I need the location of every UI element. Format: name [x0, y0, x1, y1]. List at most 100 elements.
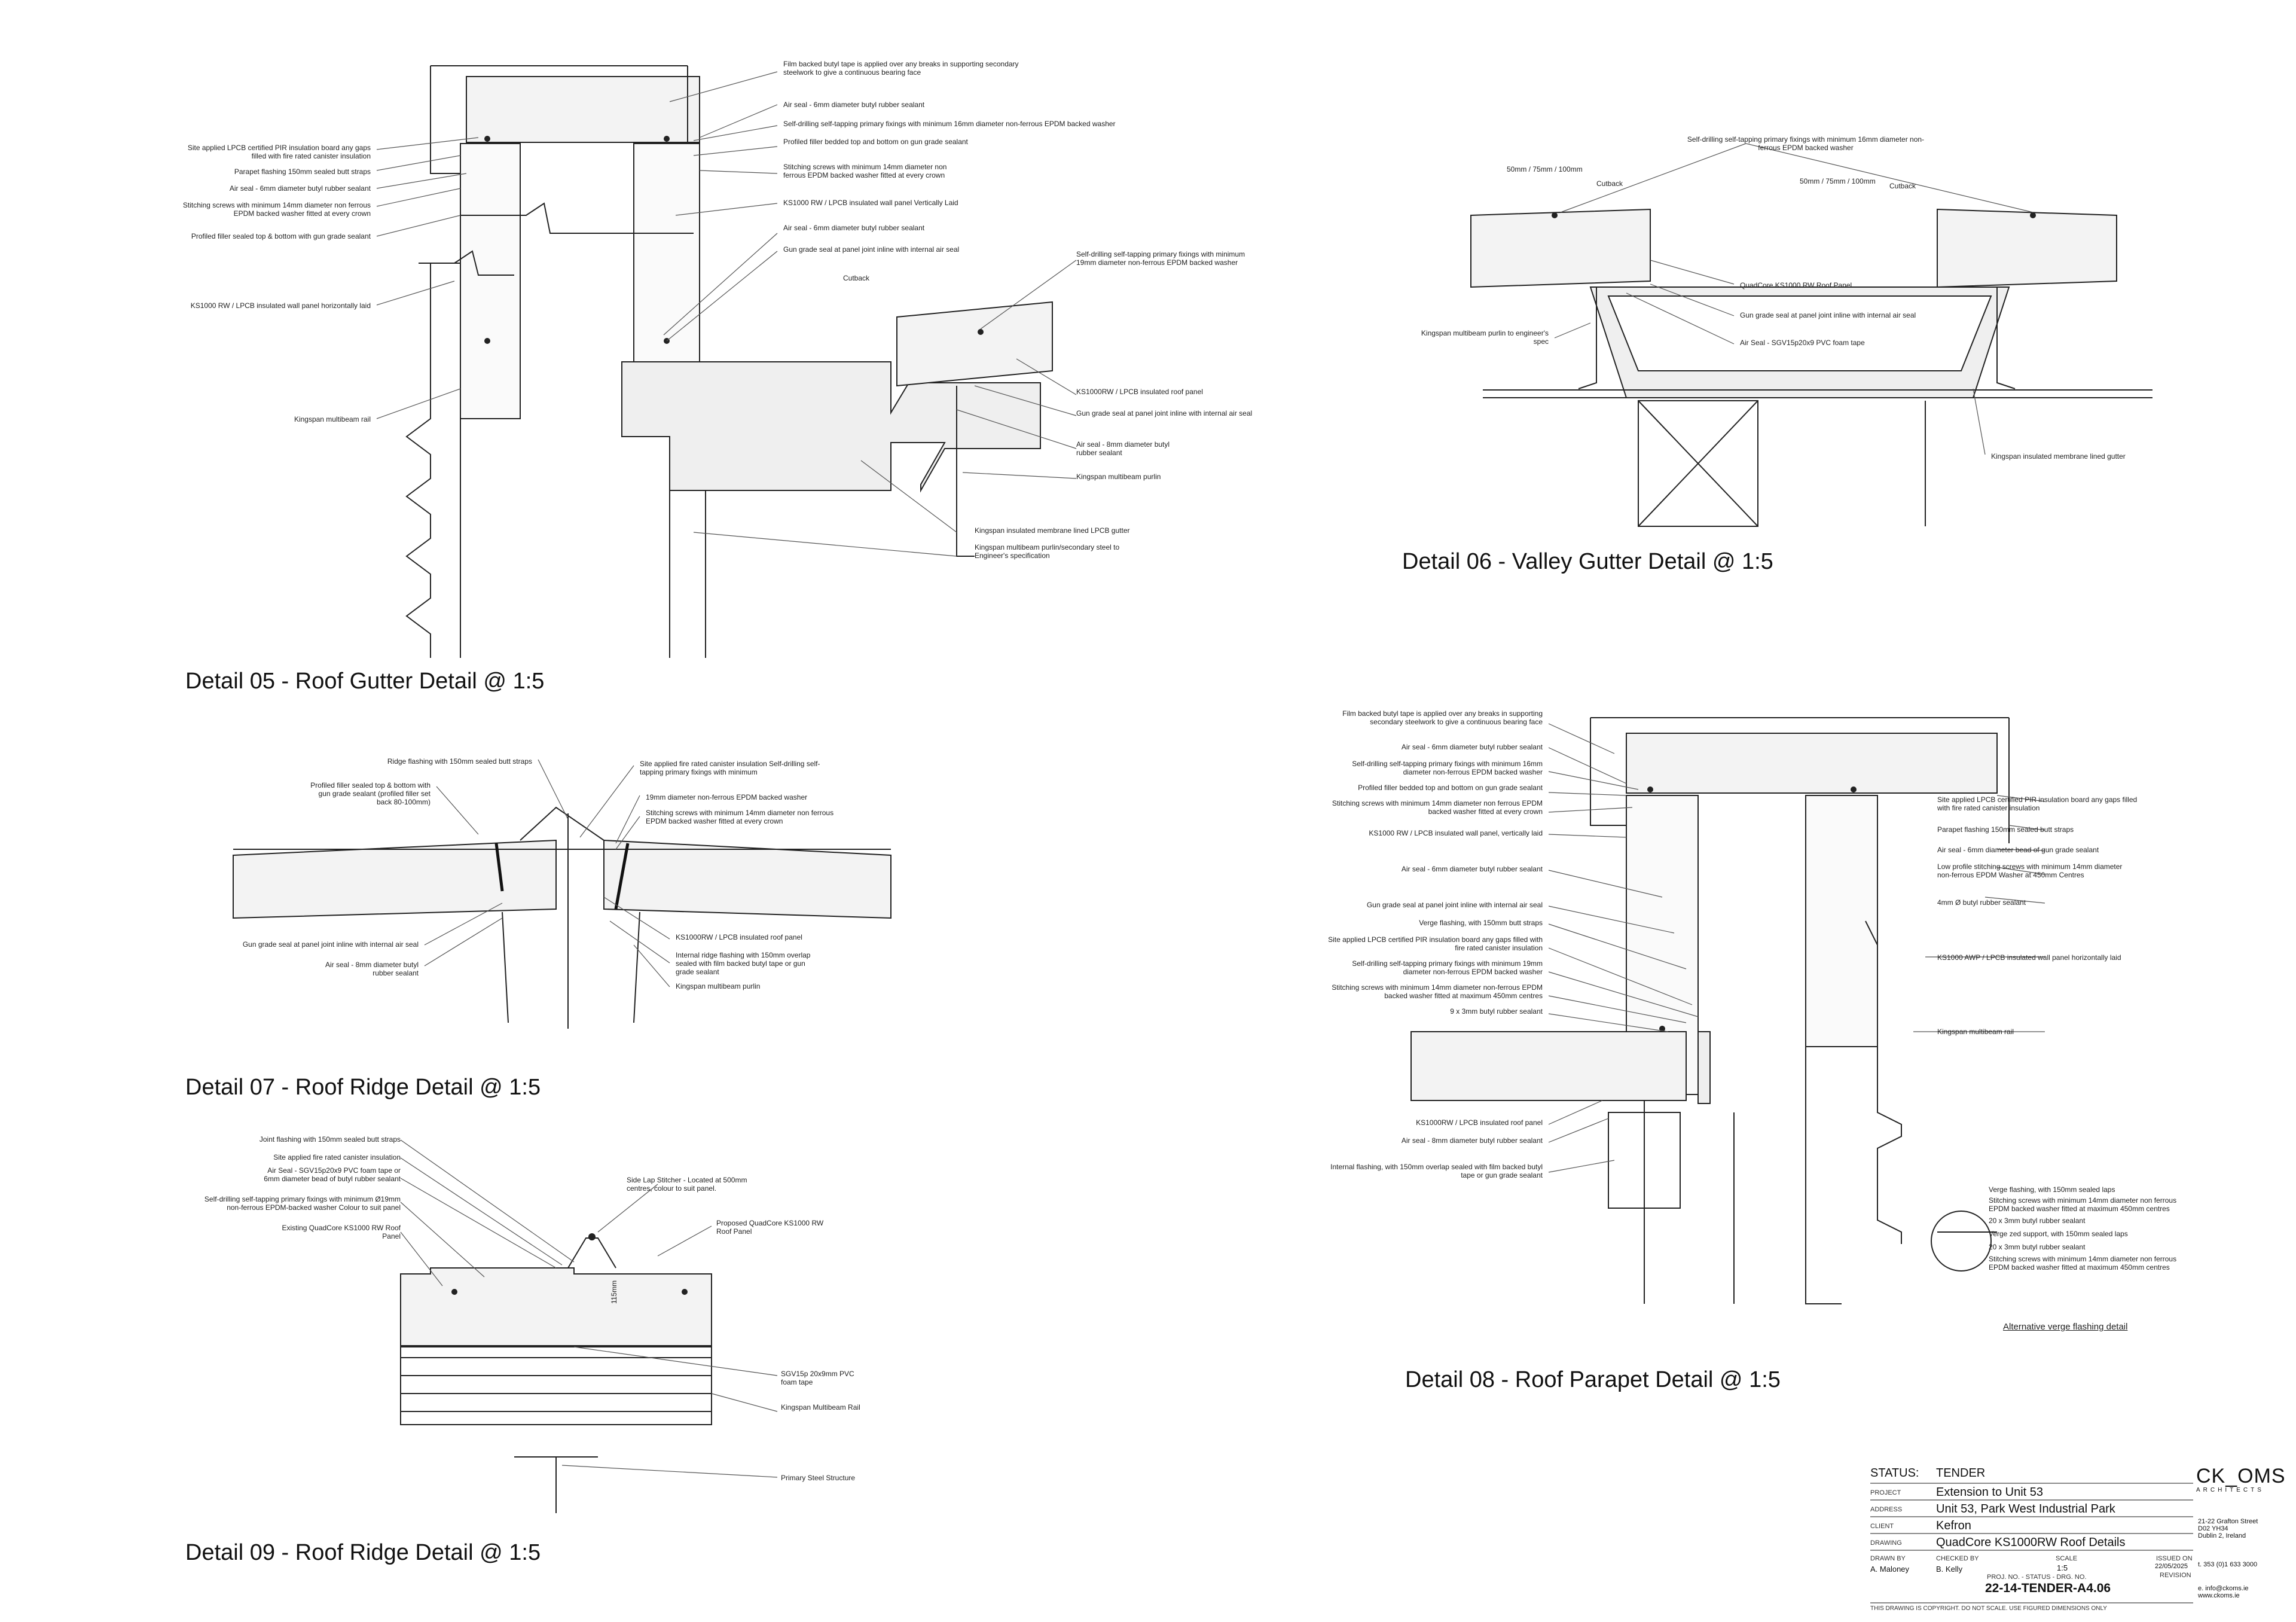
d06-callout-3: Gun grade seal at panel joint inline wit… — [1740, 311, 1916, 319]
scale-value: 1:5 — [2057, 1563, 2068, 1572]
d05-callout-right-13: Kingspan multibeam purlin — [1076, 472, 1161, 481]
firm-address-2: D02 YH34 — [2198, 1525, 2228, 1532]
d05-callout-left-1: Site applied LPCB certified PIR insulati… — [187, 144, 371, 160]
d08-callout-left-10: Site applied LPCB certified PIR insulati… — [1328, 935, 1543, 952]
copyright-note: THIS DRAWING IS COPYRIGHT. DO NOT SCALE.… — [1870, 1605, 2107, 1612]
d08-callout-right-5: 4mm Ø butyl rubber sealant — [1937, 898, 2026, 907]
title-block: STATUS: TENDER PROJECT Extension to Unit… — [1870, 1465, 2285, 1615]
d05-callout-left-3: Air seal - 6mm diameter butyl rubber sea… — [229, 184, 371, 193]
title-block-grid — [1870, 1483, 2193, 1603]
d06-dim-left: 50mm / 75mm / 100mm — [1507, 165, 1583, 173]
firm-email: e. info@ckoms.ie — [2198, 1585, 2249, 1592]
d08-callout-left-1: Film backed butyl tape is applied over a… — [1342, 709, 1543, 726]
firm-web: www.ckoms.ie — [2198, 1592, 2240, 1599]
d06-cutback-right: Cutback — [1889, 182, 1916, 190]
d08-callout-left-12: Stitching screws with minimum 14mm diame… — [1332, 983, 1543, 1000]
d09-callout-right-3: SGV15p 20x9mm PVC foam tape — [781, 1370, 854, 1386]
d08-alt-callout-5: 20 x 3mm butyl rubber sealant — [1989, 1243, 2086, 1251]
d05-callout-right-9: Self-drilling self-tapping primary fixin… — [1076, 250, 1245, 267]
d09-callout-right-4: Kingspan Multibeam Rail — [781, 1403, 860, 1411]
d05-callout-right-12: Air seal - 8mm diameter butyl rubber sea… — [1076, 440, 1170, 457]
d08-callout-left-8: Gun grade seal at panel joint inline wit… — [1366, 901, 1543, 909]
d06-dim-right: 50mm / 75mm / 100mm — [1800, 177, 1876, 185]
d05-cutback: Cutback — [843, 274, 870, 282]
address-value: Unit 53, Park West Industrial Park — [1936, 1502, 2115, 1516]
d06-callout-5: Kingspan multibeam purlin to engineer's … — [1421, 329, 1549, 346]
d05-callout-left-6: KS1000 RW / LPCB insulated wall panel ho… — [190, 301, 371, 310]
status-value: TENDER — [1936, 1466, 1986, 1480]
status-label: STATUS: — [1870, 1466, 1919, 1480]
drawn-by-value: A. Maloney — [1870, 1565, 1910, 1574]
d09-callout-left-4: Self-drilling self-tapping primary fixin… — [204, 1195, 401, 1212]
d08-callout-left-4: Profiled filler bedded top and bottom on… — [1358, 783, 1543, 792]
revision-label: REVISION — [2160, 1572, 2191, 1579]
detail-08-drawing — [1410, 717, 2045, 1304]
checked-by-value: B. Kelly — [1936, 1565, 1963, 1574]
d07-callout-7: Air seal - 8mm diameter butyl rubber sea… — [325, 961, 419, 977]
d08-alt-callout-6: Stitching screws with minimum 14mm diame… — [1989, 1255, 2177, 1272]
d08-alt-title: Alternative verge flashing detail — [2003, 1322, 2128, 1332]
drawing-number: 22-14-TENDER-A4.06 — [1985, 1581, 2111, 1595]
address-label: ADDRESS — [1870, 1506, 1903, 1513]
d05-callout-left-7: Kingspan multibeam rail — [294, 415, 371, 423]
drawn-by-label: DRAWN BY — [1870, 1555, 1906, 1562]
d08-callout-left-13: 9 x 3mm butyl rubber sealant — [1450, 1007, 1543, 1016]
d05-callout-right-15: Kingspan multibeam purlin/secondary stee… — [975, 543, 1120, 560]
d08-callout-right-6: KS1000 AWP / LPCB insulated wall panel h… — [1937, 953, 2121, 962]
detail-05-title: Detail 05 - Roof Gutter Detail @ 1:5 — [185, 669, 545, 694]
issued-on-value: 22/05/2025 — [2155, 1563, 2188, 1570]
d09-callout-right-2: Proposed QuadCore KS1000 RW Roof Panel — [716, 1219, 824, 1236]
drawing-value: QuadCore KS1000RW Roof Details — [1936, 1536, 2126, 1549]
d08-callout-right-3: Air seal - 6mm diameter bead of gun grad… — [1937, 846, 2099, 854]
d08-callout-right-2: Parapet flashing 150mm sealed butt strap… — [1937, 825, 2074, 834]
d05-callout-right-14: Kingspan insulated membrane lined LPCB g… — [975, 526, 1130, 535]
d05-callout-right-4: Profiled filler bedded top and bottom on… — [783, 138, 968, 146]
detail-05: Site applied LPCB certified PIR insulati… — [179, 60, 1256, 718]
issued-on-label: ISSUED ON — [2156, 1555, 2193, 1562]
d05-callout-right-1: Film backed butyl tape is applied over a… — [783, 60, 1019, 77]
d05-callout-right-8: Gun grade seal at panel joint inline wit… — [783, 245, 960, 254]
d05-callout-right-11: Gun grade seal at panel joint inline wit… — [1076, 409, 1253, 417]
d08-callout-left-14: KS1000RW / LPCB insulated roof panel — [1416, 1118, 1543, 1127]
d06-callout-2: QuadCore KS1000 RW Roof Panel — [1740, 281, 1852, 289]
detail-05-drawing — [376, 65, 1077, 658]
detail-08: Film backed butyl tape is applied over a… — [1327, 706, 2260, 1352]
detail-07-drawing — [233, 759, 891, 1029]
detail-07: Ridge flashing with 150mm sealed butt st… — [221, 754, 939, 1047]
d09-callout-left-3: Air Seal - SGV15p20x9 PVC foam tape or 6… — [264, 1166, 401, 1183]
detail-06-drawing — [1470, 143, 2152, 527]
detail-06: Self-drilling self-tapping primary fixin… — [1399, 132, 2176, 538]
scale-label: SCALE — [2056, 1555, 2078, 1562]
d08-alt-callout-3: 20 x 3mm butyl rubber sealant — [1989, 1216, 2086, 1225]
d09-callout-right-1: Side Lap Stitcher - Located at 500mm cen… — [627, 1176, 747, 1193]
client-label: CLIENT — [1870, 1523, 1894, 1530]
d09-callout-right-5: Primary Steel Structure — [781, 1474, 856, 1482]
d08-callout-left-11: Self-drilling self-tapping primary fixin… — [1352, 959, 1543, 976]
firm-address-1: 21-22 Grafton Street — [2198, 1518, 2258, 1525]
d06-callout-4: Air Seal - SGV15p20x9 PVC foam tape — [1740, 339, 1865, 347]
d07-callout-3: Site applied fire rated canister insulat… — [640, 760, 820, 776]
project-value: Extension to Unit 53 — [1936, 1486, 2043, 1499]
d07-callout-9: Internal ridge flashing with 150mm overl… — [676, 951, 811, 976]
d06-cutback-left: Cutback — [1596, 179, 1623, 188]
d05-callout-right-2: Air seal - 6mm diameter butyl rubber sea… — [783, 100, 925, 109]
d07-callout-6: Gun grade seal at panel joint inline wit… — [242, 940, 419, 949]
d08-callout-right-4: Low profile stitching screws with minimu… — [1937, 862, 2123, 879]
checked-by-label: CHECKED BY — [1936, 1555, 1979, 1562]
d07-callout-1: Ridge flashing with 150mm sealed butt st… — [387, 757, 532, 766]
d08-callout-left-7: Air seal - 6mm diameter butyl rubber sea… — [1401, 865, 1543, 873]
d05-callout-right-6: KS1000 RW / LPCB insulated wall panel Ve… — [783, 199, 958, 207]
d08-callout-left-6: KS1000 RW / LPCB insulated wall panel, v… — [1369, 829, 1543, 837]
d08-alt-callout-1: Verge flashing, with 150mm sealed laps — [1989, 1185, 2115, 1194]
client-value: Kefron — [1936, 1519, 1971, 1532]
d05-callout-left-2: Parapet flashing 150mm sealed butt strap… — [234, 167, 371, 176]
d08-callout-left-2: Air seal - 6mm diameter butyl rubber sea… — [1401, 743, 1543, 751]
proj-no-label: PROJ. NO. - STATUS - DRG. NO. — [1987, 1574, 2087, 1581]
d09-callout-left-1: Joint flashing with 150mm sealed butt st… — [259, 1135, 401, 1144]
d09-callout-left-2: Site applied fire rated canister insulat… — [273, 1153, 401, 1161]
d08-alt-callout-4: Verge zed support, with 150mm sealed lap… — [1989, 1230, 2128, 1238]
d06-callout-6: Kingspan insulated membrane lined gutter — [1991, 452, 2126, 461]
project-label: PROJECT — [1870, 1489, 1901, 1496]
detail-09: Joint flashing with 150mm sealed butt st… — [203, 1130, 921, 1525]
d07-callout-4: 19mm diameter non-ferrous EPDM backed wa… — [646, 793, 808, 801]
